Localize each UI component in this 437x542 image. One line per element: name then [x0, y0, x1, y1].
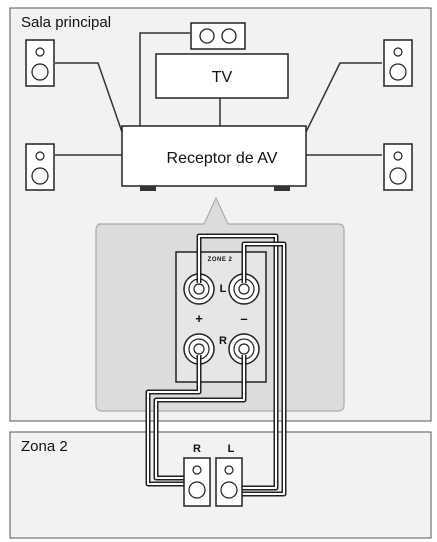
- tv: TV: [155, 53, 289, 99]
- terminal-right-minus: [228, 333, 260, 365]
- zone2-terminal-panel: ZONE 2 L R + –: [175, 251, 267, 383]
- terminal-left-minus: [228, 273, 260, 305]
- terminal-plus-sign: +: [195, 311, 203, 326]
- zone2-speaker-right: [183, 457, 211, 507]
- terminal-zone-label: ZONE 2: [208, 257, 233, 263]
- terminal-left-label: L: [220, 283, 227, 295]
- speaker-front-right: [383, 39, 413, 87]
- zone2-speaker-left: [215, 457, 243, 507]
- terminal-left-plus: [183, 273, 215, 305]
- speaker-surround-right: [383, 143, 413, 191]
- center-speaker: [190, 22, 246, 50]
- zone2-right-cable: [145, 355, 247, 487]
- speaker-surround-left: [25, 143, 55, 191]
- av-receiver: Receptor de AV: [121, 125, 307, 191]
- zone2-speaker-left-label: L: [228, 443, 235, 455]
- zone2-room-label: Zona 2: [21, 438, 68, 455]
- main-room-cables: [55, 32, 382, 156]
- zone2-cables: [145, 233, 287, 497]
- receiver-label: Receptor de AV: [167, 150, 278, 167]
- main-room-label: Sala principal: [21, 14, 111, 31]
- terminal-right-label: R: [219, 335, 227, 347]
- speaker-front-left: [25, 39, 55, 87]
- terminal-minus-sign: –: [240, 311, 247, 326]
- tv-label: TV: [212, 69, 233, 86]
- zone2-speaker-right-label: R: [193, 443, 201, 455]
- zone2-left-cable: [196, 233, 287, 497]
